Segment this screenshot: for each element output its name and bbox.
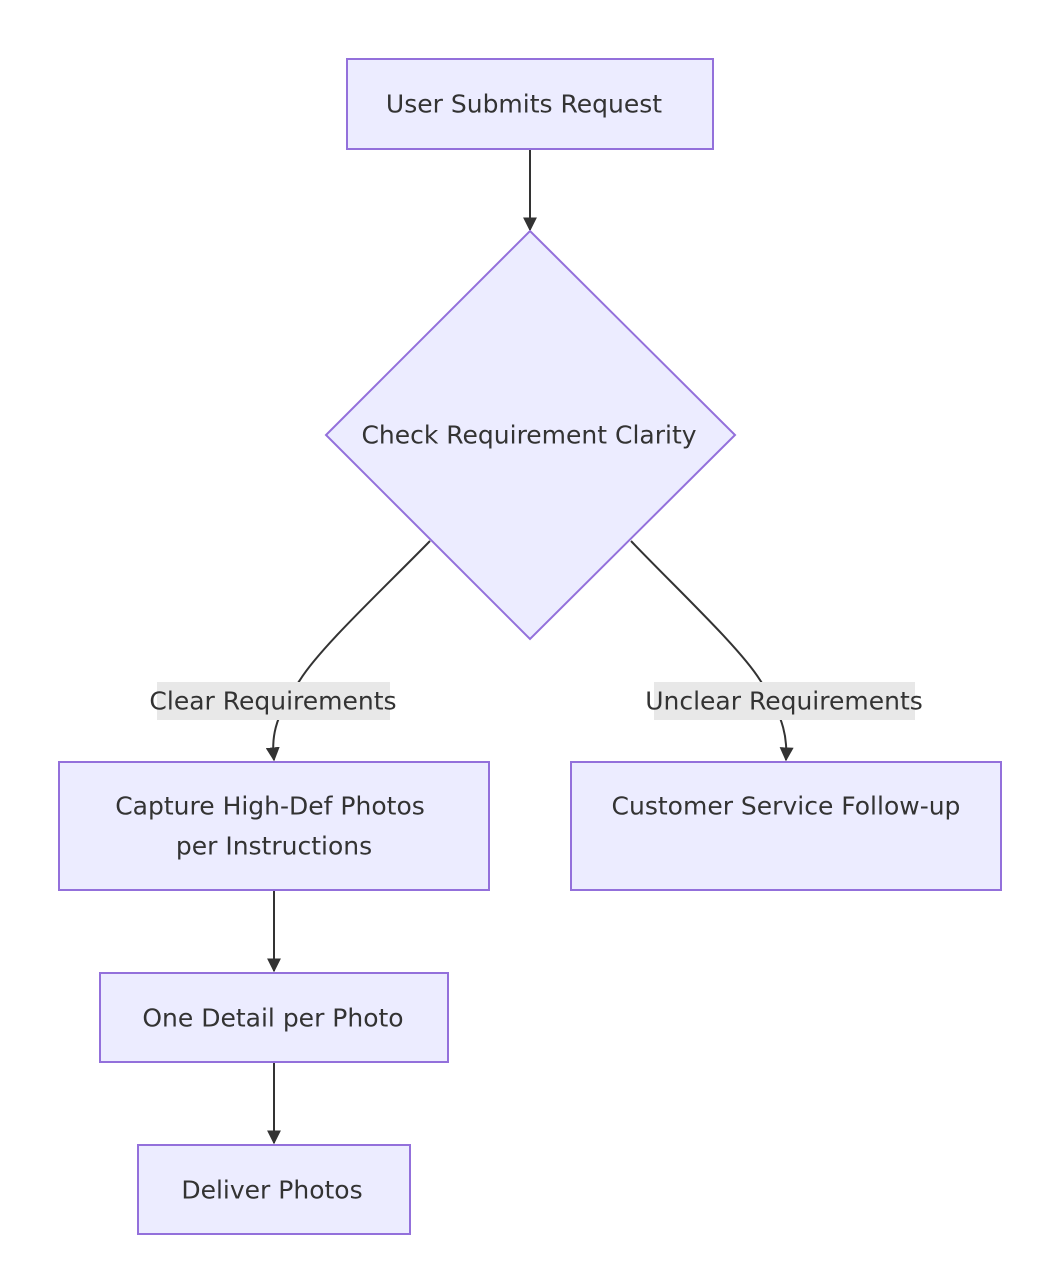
node-check-requirement-clarity: Check Requirement Clarity: [324, 229, 737, 641]
edge-label-clear: Clear Requirements: [149, 682, 397, 720]
edge-label-unclear-text: Unclear Requirements: [645, 687, 923, 716]
node-deliver-photos-label: Deliver Photos: [181, 1176, 362, 1205]
node-one-detail-per-photo: One Detail per Photo: [99, 972, 449, 1063]
node-user-submits-request-label: User Submits Request: [386, 90, 662, 119]
node-capture-photos: Capture High-Def Photos per Instructions: [58, 761, 490, 891]
edge-check-to-capture: [265, 540, 431, 762]
node-capture-photos-label-line2: per Instructions: [176, 832, 372, 861]
node-capture-photos-label-line1: Capture High-Def Photos: [115, 792, 425, 821]
edge-check-to-followup: [630, 540, 794, 762]
node-user-submits-request: User Submits Request: [346, 58, 714, 150]
node-one-detail-per-photo-label: One Detail per Photo: [142, 1004, 403, 1033]
node-customer-service-follow-up: Customer Service Follow-up: [570, 761, 1002, 891]
node-check-requirement-clarity-label: Check Requirement Clarity: [361, 421, 696, 450]
node-deliver-photos: Deliver Photos: [137, 1144, 411, 1235]
edge-label-clear-text: Clear Requirements: [149, 687, 396, 716]
edge-label-unclear: Unclear Requirements: [645, 682, 923, 720]
node-customer-service-follow-up-label: Customer Service Follow-up: [612, 792, 961, 821]
